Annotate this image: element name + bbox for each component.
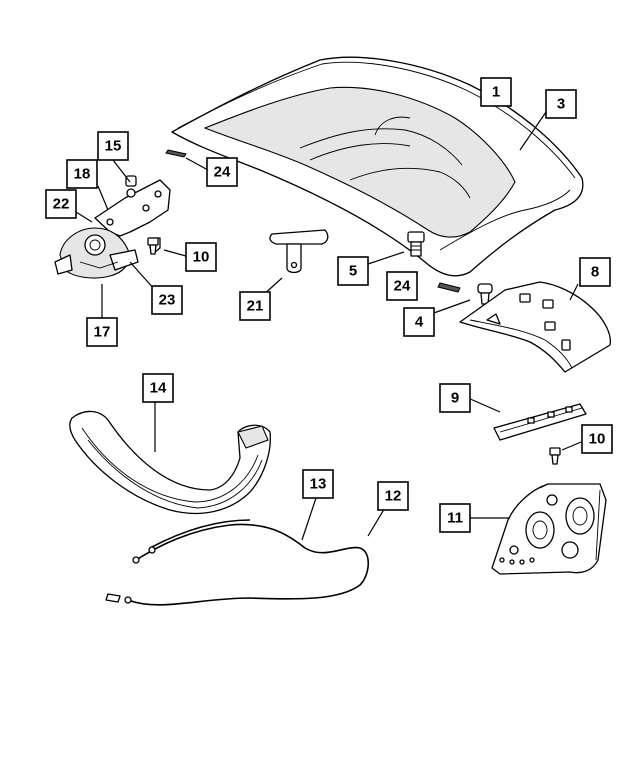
callout-5: 5: [337, 256, 369, 286]
hinge-assembly-part: [54, 175, 171, 279]
callout-14-label: 14: [150, 380, 167, 397]
callout-5-label: 5: [349, 263, 357, 280]
bolt-part: [407, 231, 425, 257]
callout-24-lower: 24: [386, 271, 418, 301]
callout-3-label: 3: [557, 96, 565, 113]
callout-22-label: 22: [53, 196, 70, 213]
push-pin-part: [477, 283, 493, 305]
clip-part-upper: [165, 149, 187, 158]
callout-10-left-label: 10: [193, 249, 210, 266]
release-cable-part: [105, 519, 370, 606]
screw-part-right: [549, 447, 561, 465]
callout-17-label: 17: [94, 324, 111, 341]
callout-1: 1: [480, 77, 512, 107]
callout-17: 17: [86, 317, 118, 347]
callout-24-upper-label: 24: [214, 164, 231, 181]
callout-9-label: 9: [451, 390, 459, 407]
callout-8-label: 8: [591, 264, 599, 281]
callout-11-label: 11: [447, 510, 463, 527]
callout-13-label: 13: [310, 476, 327, 493]
callout-10-right: 10: [581, 424, 613, 454]
callout-3: 3: [545, 89, 577, 119]
callout-12-label: 12: [385, 488, 402, 505]
retainer-strip-part: [493, 403, 587, 441]
bracket-housing-part: [491, 483, 607, 575]
stud-bracket-part: [269, 229, 329, 274]
callout-4-label: 4: [415, 314, 424, 331]
callout-24-lower-label: 24: [394, 278, 411, 295]
tonneau-cover-part: [171, 56, 584, 277]
callout-15-label: 15: [105, 138, 122, 155]
callout-9: 9: [439, 383, 471, 413]
callout-23-label: 23: [159, 292, 176, 309]
callout-22: 22: [45, 189, 77, 219]
callout-24-upper: 24: [206, 157, 238, 187]
callout-18-label: 18: [74, 166, 91, 183]
callout-11: 11: [439, 503, 471, 533]
callout-15: 15: [97, 131, 129, 161]
callout-14: 14: [142, 373, 174, 403]
leader-lines: [75, 111, 587, 541]
callout-4: 4: [403, 307, 435, 337]
callout-23: 23: [151, 285, 183, 315]
callout-21: 21: [239, 291, 271, 321]
screw-part-left: [147, 237, 159, 255]
callout-8: 8: [579, 257, 611, 287]
callout-10-right-label: 10: [589, 431, 606, 448]
callout-18: 18: [66, 159, 98, 189]
callout-13: 13: [302, 469, 334, 499]
callout-10-left: 10: [185, 242, 217, 272]
mounting-plate-part: [459, 281, 611, 373]
clip-part-lower: [437, 282, 461, 293]
callout-12: 12: [377, 481, 409, 511]
callout-1-label: 1: [492, 84, 500, 101]
seal-arch-part: [69, 410, 271, 515]
callout-21-label: 21: [247, 298, 264, 315]
